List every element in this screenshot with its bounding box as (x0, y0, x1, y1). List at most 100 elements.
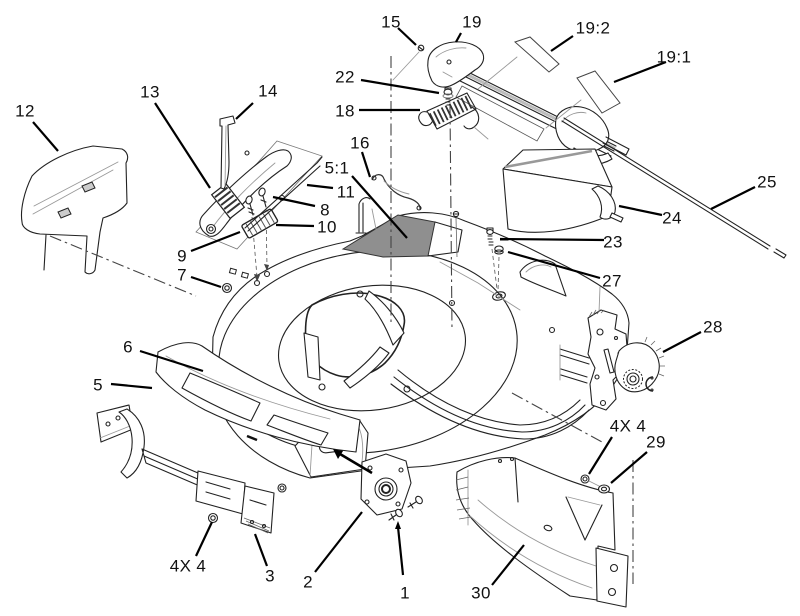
leader-19-2 (550, 35, 574, 52)
front-cover (155, 342, 361, 453)
leader-25 (710, 186, 756, 210)
deflector-bracket (595, 547, 629, 608)
callout-9: 9 (177, 246, 187, 266)
leader-3 (253, 533, 269, 567)
leader-10 (275, 223, 315, 228)
callout-23: 23 (603, 232, 623, 252)
leader-2 (314, 511, 363, 573)
deck-rolled-edge (390, 369, 590, 440)
screws-8 (245, 187, 269, 282)
leader-27 (507, 250, 601, 280)
callout-3: 3 (265, 566, 275, 586)
leader-5-1 (351, 175, 408, 239)
front-bracket-assembly (96, 404, 287, 534)
callout-4x4-left: 4X 4 (169, 556, 207, 576)
bearing-plate (333, 449, 423, 521)
callout-30: 30 (471, 583, 491, 603)
callout-28: 28 (703, 317, 723, 337)
callout-22: 22 (335, 67, 355, 87)
leader-4x4-right (588, 436, 613, 475)
bolt-23 (486, 227, 498, 290)
clip-14 (219, 115, 236, 190)
leader-6 (139, 349, 204, 373)
callout-8: 8 (320, 200, 330, 220)
panel-clip-lower (57, 207, 72, 219)
callout-25: 25 (757, 172, 777, 192)
cable-guide-16 (355, 174, 422, 234)
bolt-22 (442, 87, 454, 106)
side-chute-24 (502, 148, 624, 233)
callout-24: 24 (662, 208, 682, 228)
callout-15: 15 (381, 12, 401, 32)
callout-5-1: 5:1 (324, 158, 350, 178)
callout-19: 19 (462, 12, 482, 32)
leader-14 (235, 102, 254, 120)
callout-12: 12 (15, 101, 35, 121)
bolt-27 (494, 245, 504, 292)
callout-11: 11 (336, 182, 356, 202)
leader-lines (32, 27, 756, 586)
deck-vane-left (303, 332, 321, 381)
deck-vane-right (364, 290, 405, 346)
callout-29: 29 (646, 432, 666, 452)
front-cover-hole-right (266, 414, 329, 446)
leader-8 (272, 195, 316, 208)
hub-bearing (374, 477, 398, 501)
screw-1a (407, 495, 423, 509)
leader-15 (397, 27, 417, 46)
deck-side-rails (559, 344, 590, 384)
retainer-clip (645, 376, 654, 392)
assembly-centerlines (49, 56, 634, 584)
lock-lever-assembly (195, 115, 323, 250)
panel-clip-upper (81, 181, 96, 193)
callout-27: 27 (602, 271, 622, 291)
deck-rear-fin (519, 259, 567, 297)
nut-4x4-left (207, 512, 219, 524)
callout-4x4-right: 4X 4 (609, 416, 647, 436)
screw-1b (388, 508, 403, 521)
leader-1 (396, 526, 405, 576)
deck-vane-bottom (343, 346, 390, 389)
rod-25 (561, 117, 787, 259)
decal-19-1 (576, 70, 621, 114)
leader-23 (499, 237, 605, 242)
leader-19 (455, 32, 462, 43)
leader-24 (618, 204, 663, 217)
callout-1: 1 (400, 583, 410, 603)
deck-rear-shaded-area (341, 214, 463, 258)
callout-18: 18 (335, 101, 355, 121)
leader-11 (306, 183, 334, 190)
callout-13: 13 (140, 82, 160, 102)
callout-6: 6 (123, 337, 133, 357)
leader-9 (190, 230, 241, 253)
screw-on-axis (452, 210, 460, 258)
deck-inner-ring (277, 284, 467, 412)
callout-5: 5 (93, 375, 103, 395)
spring-18 (418, 92, 489, 140)
leader-12 (32, 121, 59, 152)
leader-4x4-left (195, 521, 213, 557)
leader-19-1 (613, 60, 667, 84)
callout-14: 14 (258, 81, 278, 101)
bracket-10 (241, 208, 279, 239)
rear-deflector (455, 456, 629, 608)
rear-door-panel (20, 145, 129, 275)
callout-19-2: 19:2 (575, 18, 611, 38)
deck-oval-boss (492, 291, 506, 301)
callout-16: 16 (350, 133, 370, 153)
leader-28 (662, 331, 702, 353)
lever-serration (210, 182, 246, 220)
leader-22 (360, 78, 440, 95)
screw-15 (392, 44, 425, 81)
leader-13 (154, 102, 211, 189)
callout-7: 7 (177, 265, 187, 285)
leader-29 (610, 451, 648, 484)
leader-7 (190, 275, 222, 289)
nut-4x4-right (580, 474, 600, 487)
leader-5 (110, 382, 153, 390)
leader-30 (491, 544, 525, 586)
decal-19-2 (514, 36, 560, 73)
nut-7 (221, 267, 250, 294)
